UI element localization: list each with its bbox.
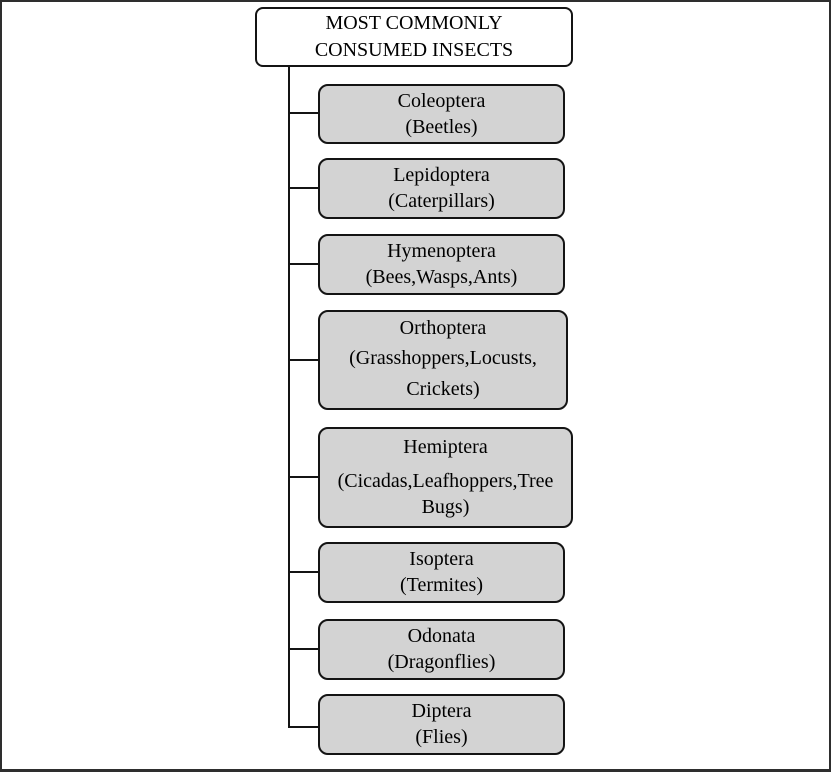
node-orthoptera: Orthoptera (Grasshoppers,Locusts, Cricke… <box>318 310 568 410</box>
node-hemiptera-name: Hemiptera <box>403 436 488 459</box>
root-title-line1: MOST COMMONLY <box>325 12 503 34</box>
connector-stub-hemiptera <box>288 476 319 478</box>
node-odonata: Odonata (Dragonflies) <box>318 619 565 680</box>
connector-stub-diptera <box>288 726 319 728</box>
connector-stub-odonata <box>288 648 319 650</box>
node-coleoptera-common: (Beetles) <box>405 115 478 138</box>
node-hemiptera-common: (Cicadas,Leafhoppers,Tree Bugs) <box>337 469 554 518</box>
connector-stub-lepidoptera <box>288 187 319 189</box>
node-lepidoptera-name: Lepidoptera <box>393 163 490 186</box>
node-hemiptera: Hemiptera (Cicadas,Leafhoppers,Tree Bugs… <box>318 427 573 528</box>
node-hymenoptera: Hymenoptera (Bees,Wasps,Ants) <box>318 234 565 295</box>
node-hymenoptera-common: (Bees,Wasps,Ants) <box>365 266 518 289</box>
root-node-most-commonly-consumed-insects: MOST COMMONLY CONSUMED INSECTS <box>255 7 573 67</box>
connector-stub-orthoptera <box>288 359 319 361</box>
connector-trunk <box>288 67 290 728</box>
node-coleoptera: Coleoptera (Beetles) <box>318 84 565 144</box>
node-diptera: Diptera (Flies) <box>318 694 565 755</box>
node-isoptera-common: (Termites) <box>399 574 483 597</box>
root-title-line2: CONSUMED INSECTS <box>314 39 514 61</box>
node-lepidoptera-common: (Caterpillars) <box>388 190 495 213</box>
node-hymenoptera-name: Hymenoptera <box>387 239 496 262</box>
node-lepidoptera: Lepidoptera (Caterpillars) <box>318 158 565 219</box>
connector-stub-hymenoptera <box>288 263 319 265</box>
node-diptera-name: Diptera <box>411 699 472 722</box>
node-coleoptera-name: Coleoptera <box>397 89 486 112</box>
node-isoptera: Isoptera (Termites) <box>318 542 565 603</box>
node-isoptera-name: Isoptera <box>409 547 474 570</box>
node-diptera-common: (Flies) <box>415 726 468 749</box>
connector-stub-coleoptera <box>288 112 319 114</box>
node-odonata-name: Odonata <box>407 624 476 647</box>
connector-stub-isoptera <box>288 571 319 573</box>
node-odonata-common: (Dragonflies) <box>387 651 496 674</box>
node-orthoptera-name: Orthoptera <box>399 316 487 339</box>
node-orthoptera-common: (Grasshoppers,Locusts, Crickets) <box>349 346 537 400</box>
